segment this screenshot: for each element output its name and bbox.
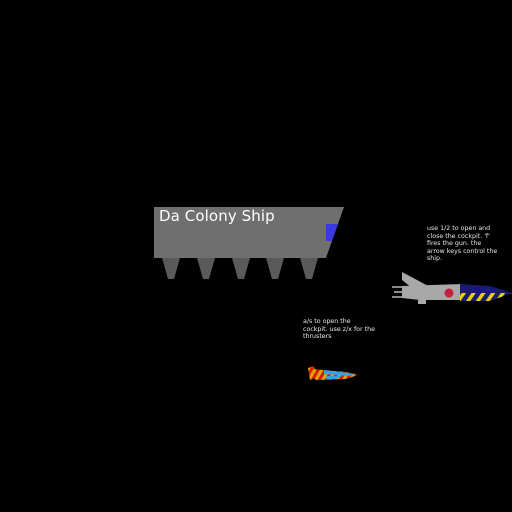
fighter-cockpit	[444, 288, 454, 298]
small-ship-instructions: a/s to open the cockpit. use z/x for the…	[303, 318, 375, 340]
fighter-nose-stripes	[460, 293, 512, 301]
colony-ship-window	[326, 224, 338, 241]
fighter-instructions: use 1/2 to open and close the cockpit. '…	[427, 225, 498, 262]
fighter-tail-fin	[402, 272, 432, 288]
fighter-ship	[392, 272, 512, 304]
fighter-nose-top	[460, 284, 512, 293]
small-ship-fin-lower	[326, 376, 342, 379]
colony-thruster-3	[232, 258, 250, 279]
fighter-gun-mid	[394, 291, 406, 293]
fighter-lower-fin	[418, 300, 426, 304]
colony-ship-title: Da Colony Ship	[159, 207, 275, 225]
colony-thruster-1	[162, 258, 180, 279]
colony-ship-hull	[154, 207, 344, 258]
colony-thruster-2	[197, 258, 215, 279]
colony-thruster-4	[266, 258, 284, 279]
colony-ship	[154, 207, 344, 279]
small-ship	[308, 366, 358, 380]
fighter-gun-low	[392, 296, 406, 298]
small-ship-fin	[324, 370, 356, 376]
fighter-gun-top	[392, 286, 406, 288]
colony-thruster-5	[300, 258, 318, 279]
